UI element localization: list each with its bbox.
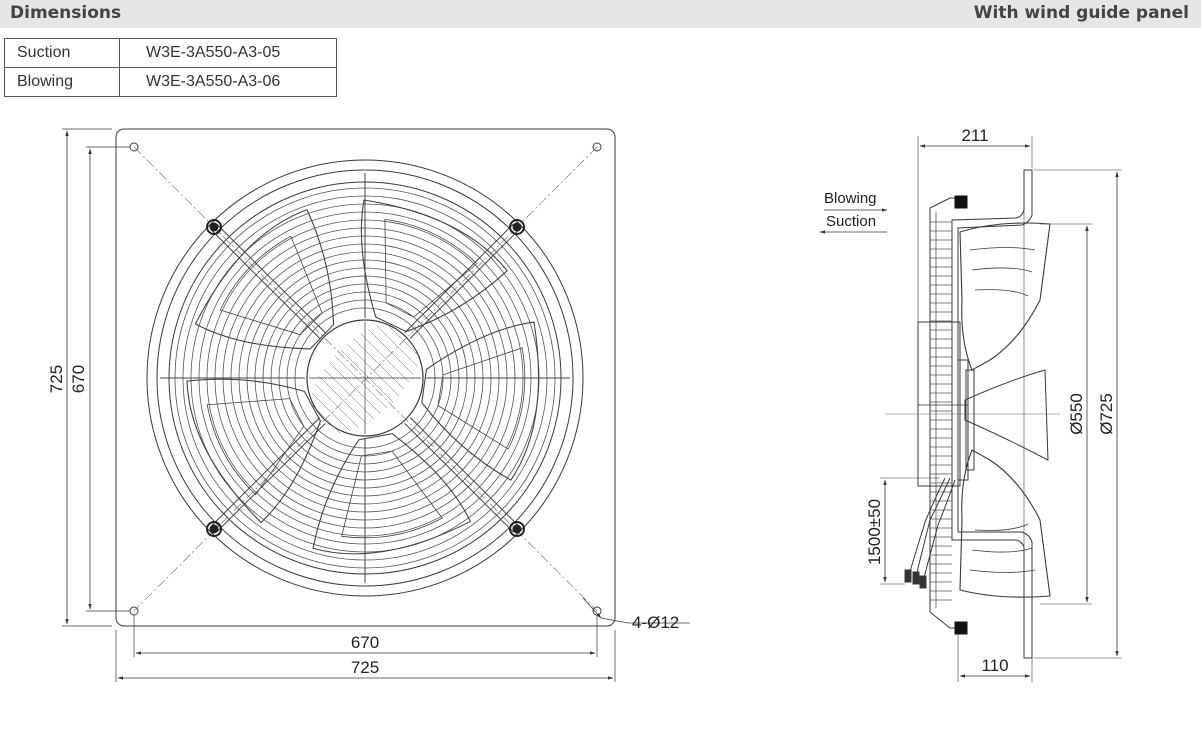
dim-width-outer: 725 — [351, 658, 379, 677]
mode-cell: Blowing — [4, 67, 120, 97]
hole-callout: 4-Ø12 — [632, 613, 679, 632]
blade-upper — [959, 222, 1051, 371]
mode-cell: Suction — [4, 38, 120, 68]
motor-body — [917, 321, 961, 487]
outer-ring — [146, 159, 584, 597]
hub-grille — [309, 322, 421, 434]
label-suction: Suction — [826, 213, 876, 230]
guard-struts — [160, 173, 570, 583]
dim-width-inner: 670 — [351, 633, 379, 652]
motor-hub — [306, 319, 424, 437]
header-bar: Dimensions With wind guide panel — [0, 0, 1201, 28]
model-table: Suction W3E-3A550-A3-05 Blowing W3E-3A55… — [4, 38, 337, 97]
label-blowing: Blowing — [824, 190, 877, 207]
code-cell: W3E-3A550-A3-06 — [119, 67, 337, 97]
inlet-ring — [156, 169, 574, 587]
dim-flange: 110 — [981, 656, 1008, 675]
blade-mid — [964, 369, 1049, 461]
table-row: Blowing W3E-3A550-A3-06 — [4, 67, 337, 97]
variant-label: With wind guide panel — [973, 3, 1189, 23]
dim-cable: 1500±50 — [865, 499, 884, 565]
dim-fan-dia: Ø550 — [1067, 393, 1086, 435]
side-view — [819, 136, 1122, 682]
mounting-panel — [115, 128, 616, 627]
front-view — [62, 128, 690, 682]
fan-blades — [186, 199, 540, 555]
blade-lower — [959, 449, 1051, 598]
dim-depth: 211 — [961, 126, 988, 145]
dim-panel-dia: Ø725 — [1097, 393, 1116, 435]
cables — [907, 477, 956, 586]
table-row: Suction W3E-3A550-A3-05 — [4, 38, 337, 68]
guard-side — [929, 197, 958, 629]
mounting-hole — [592, 142, 602, 152]
dim-height-inner: 670 — [69, 365, 88, 393]
dim-height-outer: 725 — [47, 365, 66, 393]
section-title: Dimensions — [10, 3, 122, 23]
code-cell: W3E-3A550-A3-05 — [119, 38, 337, 68]
